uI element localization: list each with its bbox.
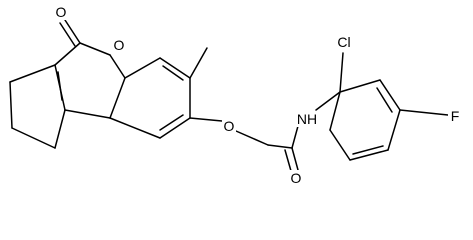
bond-benz-4 (159, 117, 191, 139)
bond-cp-2 (9, 81, 13, 129)
bond-benz-7 (159, 114, 184, 131)
bond-methyl (189, 47, 208, 79)
amide-oxygen-label: O (291, 170, 302, 186)
bond-ar-6 (329, 91, 341, 131)
bond-lac-6 (57, 71, 63, 101)
bond-ar-3 (387, 109, 401, 151)
bond-amide-1 (267, 144, 293, 149)
bond-f (399, 109, 449, 116)
bond-lac-2 (79, 42, 111, 56)
bond-n-aryl (315, 91, 341, 111)
bond-lac-1 (54, 42, 81, 66)
bond-lac-5 (64, 109, 111, 119)
chemical-structure-diagram: O O O O NH Cl F (9, 4, 462, 186)
bond-carbonyl-1 (64, 19, 81, 44)
bond-ar-7 (376, 87, 393, 113)
bond-benz-5 (109, 117, 161, 139)
bond-ether-2 (235, 130, 269, 146)
bond-ether-1 (189, 117, 223, 122)
bonds (9, 19, 449, 172)
bond-lac-4 (109, 77, 126, 119)
carbonyl-oxygen-label: O (56, 4, 67, 20)
bond-ar-8 (352, 145, 384, 155)
bond-ar-1 (339, 79, 381, 93)
bond-cp-3 (11, 127, 56, 149)
bond-ar-4 (349, 149, 389, 161)
bond-cp-4 (54, 109, 66, 149)
ring-oxygen-label: O (114, 37, 125, 53)
bond-benz-2 (159, 57, 191, 79)
bond-ar-5 (329, 129, 351, 161)
bond-cp-1 (9, 64, 56, 83)
bond-lac-3 (109, 54, 126, 79)
atom-labels: O O O O NH Cl F (54, 4, 462, 186)
bond-carbonyl-2 (59, 22, 76, 47)
bond-ar-2 (379, 79, 401, 111)
ether-oxygen-label: O (224, 118, 235, 134)
chlorine-label: Cl (337, 34, 350, 50)
bond-amide-4 (291, 125, 299, 149)
bond-amide-2 (291, 147, 299, 171)
bond-benz-6 (162, 65, 184, 81)
bond-cl (339, 52, 344, 93)
bond-benz-1 (124, 57, 161, 79)
fluorine-label: F (451, 108, 460, 124)
bond-amide-3 (284, 149, 292, 172)
amide-nh-label: NH (297, 111, 317, 127)
